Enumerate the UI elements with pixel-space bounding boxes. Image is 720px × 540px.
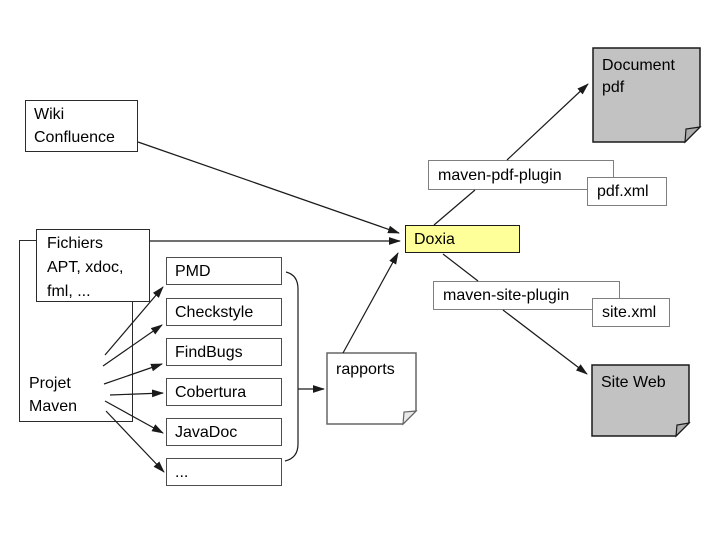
site-xml-label: site.xml [602,304,657,321]
cobertura-label: Cobertura [175,383,247,401]
maven-site-plugin-label: maven-site-plugin [443,287,570,304]
javadoc-label: JavaDoc [175,423,238,441]
checkstyle-label: Checkstyle [175,303,254,321]
maven-pdf-plugin-label: maven-pdf-plugin [438,166,562,184]
node-pdf-xml: pdf.xml [587,177,667,206]
wiki-confluence-line1: Wiki [34,106,65,123]
wiki-confluence-line2: Confluence [34,129,115,146]
node-fichiers: Fichiers APT, xdoc, fml, ... [36,229,150,302]
node-maven-site-plugin: maven-site-plugin [433,281,620,310]
fichiers-line2: APT, xdoc, [47,259,124,276]
pmd-label: PMD [175,262,211,280]
node-dots: ... [166,458,282,486]
node-doxia: Doxia [405,225,520,253]
document-pdf-label: Document pdf [602,55,675,99]
fichiers-line3: fml, ... [47,283,91,300]
document-pdf-line1: Document [602,57,675,74]
node-findbugs: FindBugs [166,338,282,366]
projet-maven-line2: Maven [29,398,78,415]
site-web-label: Site Web [601,374,666,391]
node-cobertura: Cobertura [166,378,282,406]
node-javadoc: JavaDoc [166,418,282,446]
projet-maven-line1: Projet [29,375,71,392]
rapports-label: rapports [336,361,395,378]
node-checkstyle: Checkstyle [166,298,282,326]
dots-label: ... [175,463,189,481]
node-pmd: PMD [166,257,282,285]
findbugs-label: FindBugs [175,343,243,361]
pdf-xml-label: pdf.xml [597,183,649,200]
node-site-xml: site.xml [592,298,670,327]
doxia-label: Doxia [414,230,455,248]
document-pdf-line2: pdf [602,79,625,96]
node-maven-pdf-plugin: maven-pdf-plugin [428,160,614,190]
node-wiki-confluence: Wiki Confluence [25,100,138,152]
fichiers-line1: Fichiers [47,235,104,252]
